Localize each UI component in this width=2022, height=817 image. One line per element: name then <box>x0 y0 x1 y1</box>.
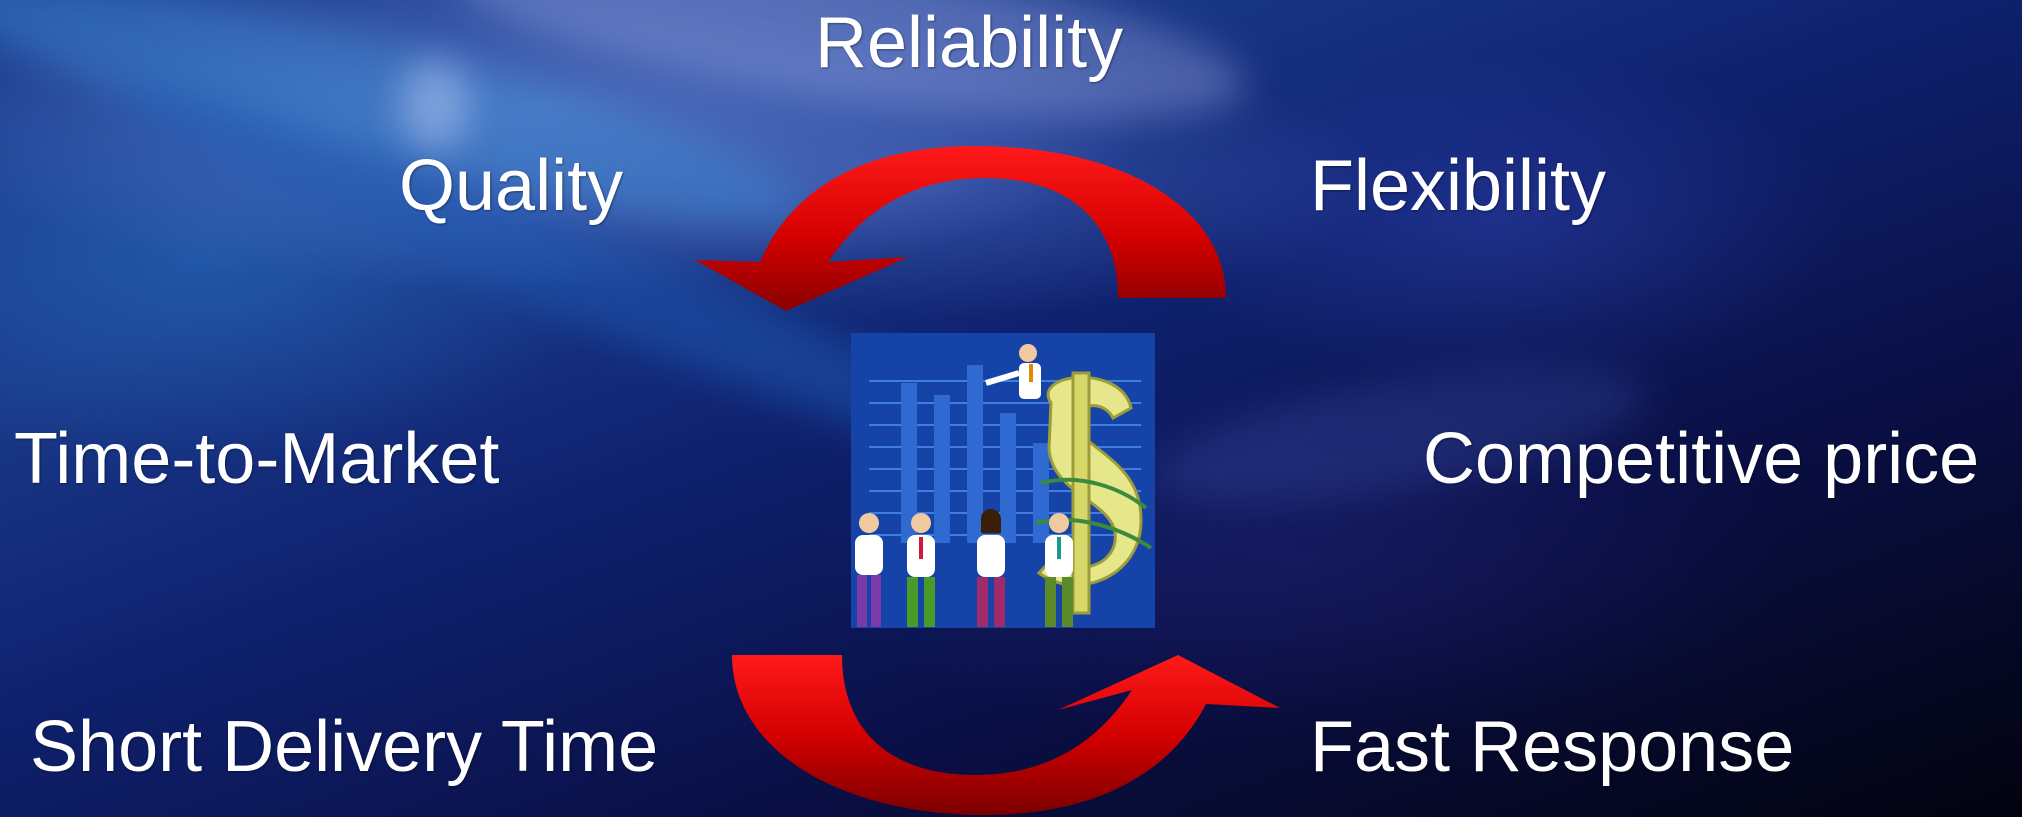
label-flexibility: Flexibility <box>1310 146 1607 226</box>
business-people-dollar-clipart-icon <box>851 333 1155 628</box>
label-fast-response: Fast Response <box>1310 707 1795 787</box>
label-short-delivery-time: Short Delivery Time <box>30 707 659 787</box>
label-quality: Quality <box>399 146 624 226</box>
label-competitive-price: Competitive price <box>1423 419 1980 499</box>
top-curved-arrow-icon <box>695 146 1226 311</box>
bottom-curved-arrow-icon <box>732 655 1280 815</box>
label-time-to-market: Time-to-Market <box>14 419 500 499</box>
label-reliability: Reliability <box>815 3 1124 83</box>
